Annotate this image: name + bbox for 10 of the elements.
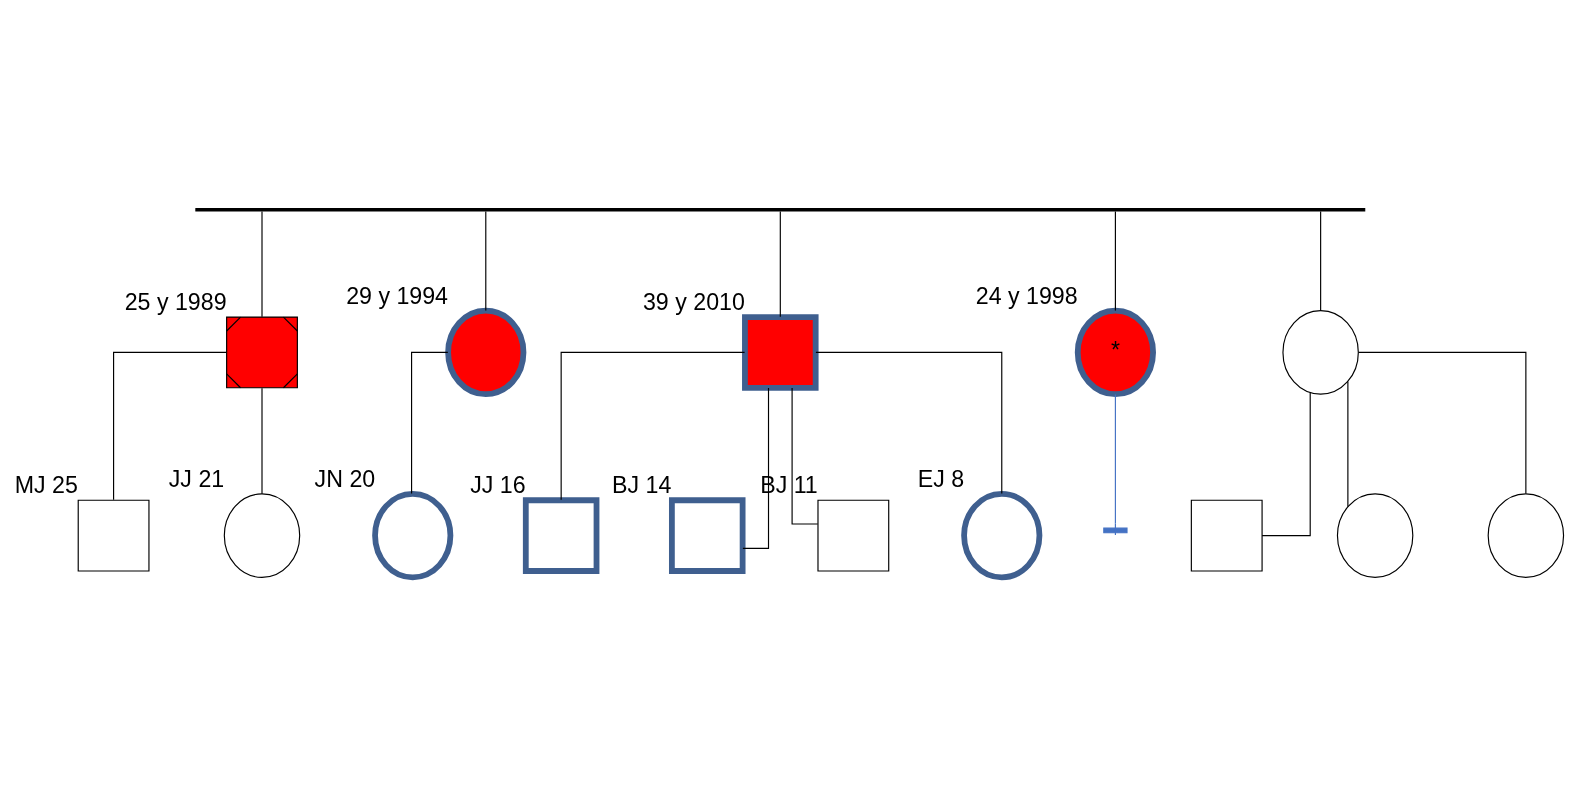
node-label: BJ 14	[612, 472, 672, 499]
node-label: JN 20	[314, 465, 376, 492]
node-label: 29 y 1994	[346, 282, 449, 309]
node-label: MJ 25	[14, 472, 78, 499]
node-label: 39 y 2010	[642, 289, 745, 316]
node-label: JJ 16	[470, 472, 526, 499]
node-label: 24 y 1998	[975, 282, 1078, 309]
node-label: JJ 21	[168, 465, 225, 492]
node-label: EJ 8	[917, 465, 965, 492]
node-label: 25 y 1989	[124, 289, 227, 316]
